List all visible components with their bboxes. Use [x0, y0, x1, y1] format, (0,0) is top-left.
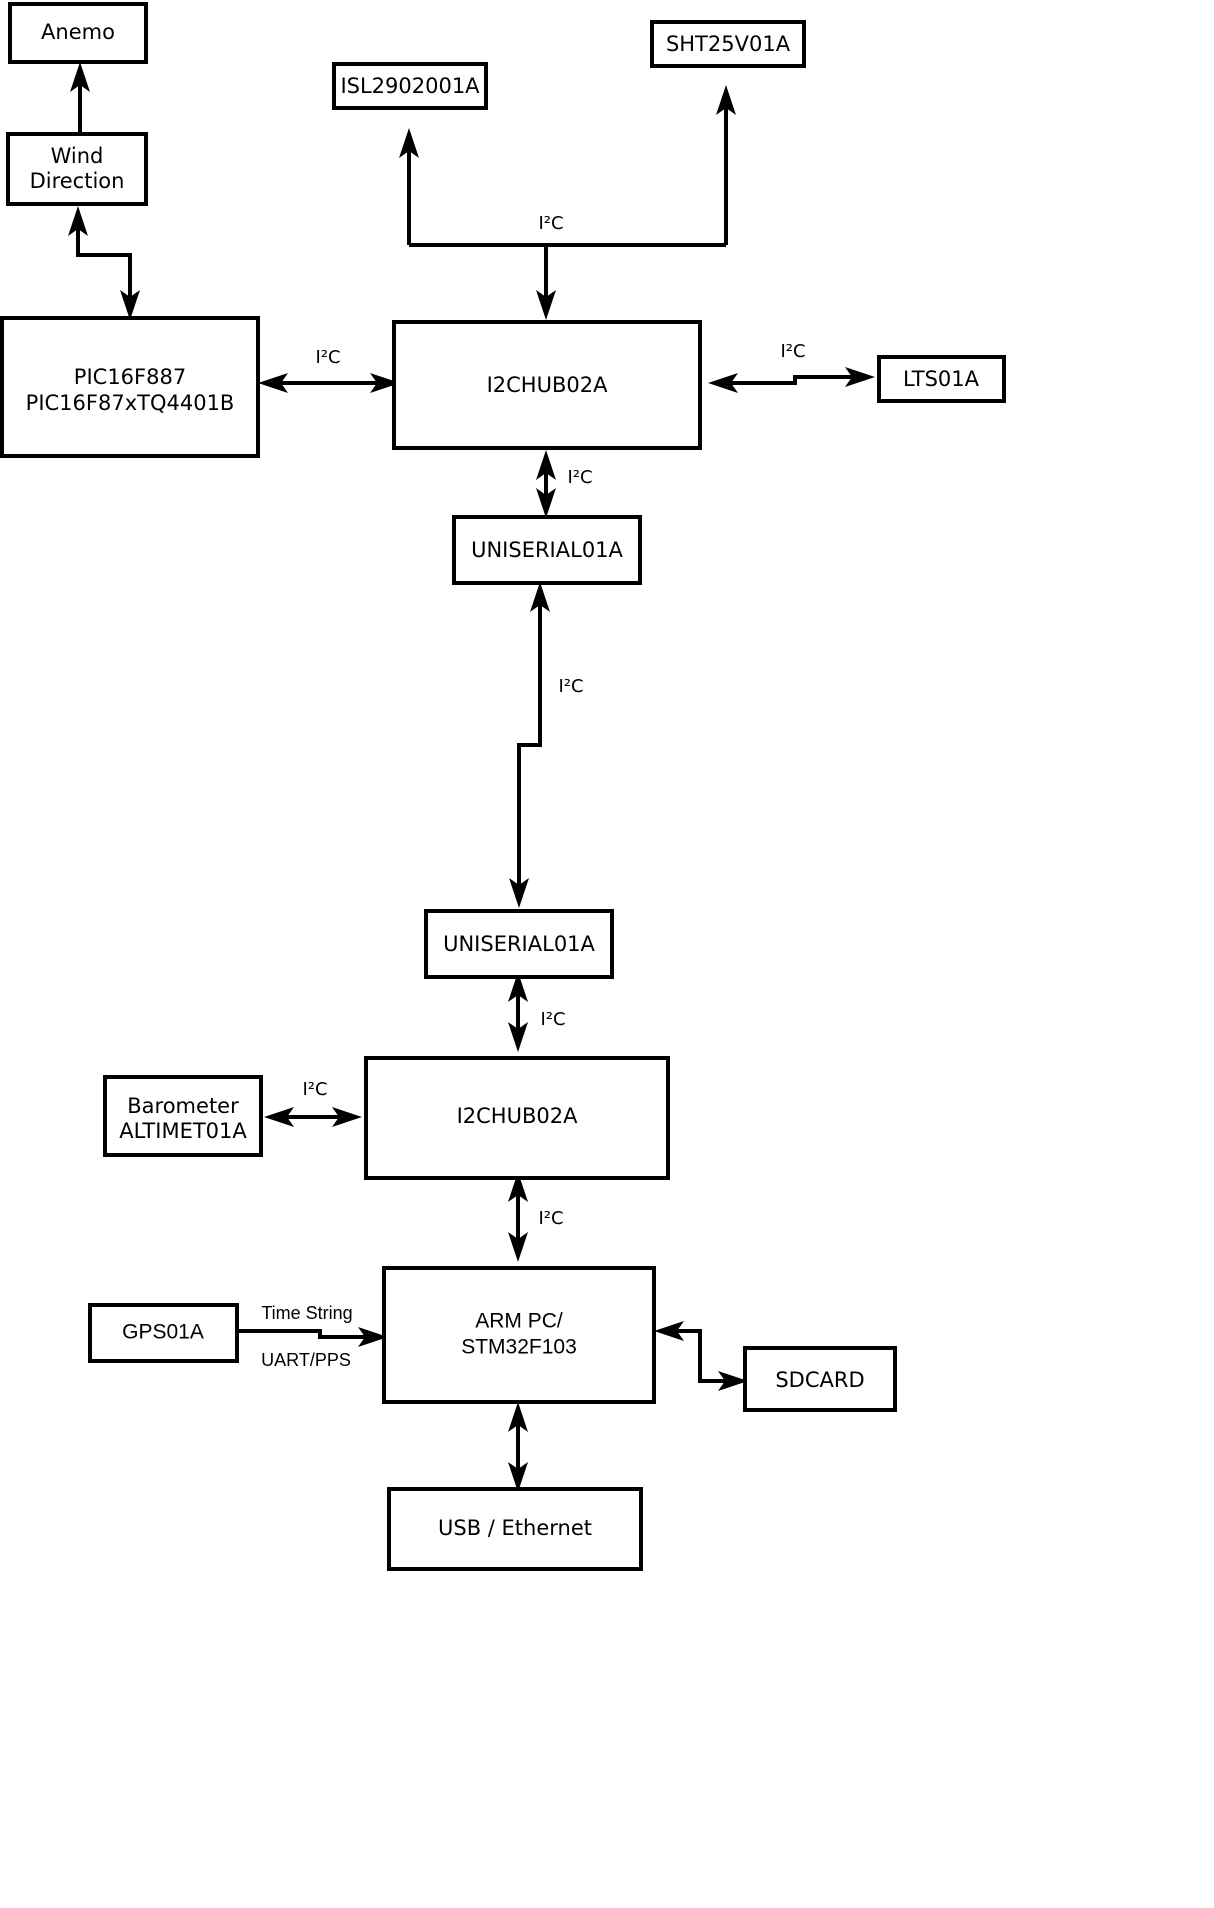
- node-sdcard[interactable]: SDCARD: [743, 1346, 897, 1412]
- node-sht25v01a[interactable]: SHT25V01A: [650, 20, 806, 68]
- node-label-isl2902001a: ISL2902001A: [340, 74, 480, 98]
- node-label-pic-line2: PIC16F87xTQ4401B: [26, 391, 235, 415]
- node-pic-microcontroller[interactable]: PIC16F887 PIC16F87xTQ4401B: [0, 316, 260, 458]
- node-label-sht25v01a: SHT25V01A: [666, 32, 791, 56]
- node-uniserial01a-bottom[interactable]: UNISERIAL01A: [424, 909, 614, 979]
- edge-label-barometer-hubbot: I²C: [302, 1079, 327, 1100]
- node-label-wind-line2: Direction: [30, 169, 125, 193]
- edge-pic-hubtop: I²C: [258, 347, 400, 393]
- edge-hubtop-fanout: I²C: [399, 85, 736, 320]
- edge-label-gps-uart-pps: UART/PPS: [261, 1350, 351, 1370]
- edge-hubtop-unitop: I²C: [536, 450, 593, 518]
- node-label-sdcard: SDCARD: [775, 1368, 864, 1392]
- node-gps01a[interactable]: GPS01A: [88, 1303, 239, 1363]
- edge-arm-usb: [508, 1402, 528, 1492]
- node-label-gps01a: GPS01A: [122, 1321, 204, 1344]
- node-label-usb-ethernet: USB / Ethernet: [438, 1516, 592, 1540]
- edge-label-pic-hubtop: I²C: [315, 347, 340, 368]
- node-label-i2chub02a-bottom: I2CHUB02A: [457, 1104, 579, 1128]
- node-label-arm-line1: ARM PC/: [475, 1310, 563, 1333]
- edge-label-unitop-unibot: I²C: [558, 676, 583, 697]
- node-isl2902001a[interactable]: ISL2902001A: [332, 62, 488, 110]
- node-label-pic-line1: PIC16F887: [74, 365, 186, 389]
- edge-label-unibot-hubbot: I²C: [540, 1009, 565, 1030]
- node-barometer-altimet01a[interactable]: Barometer ALTIMET01A: [103, 1075, 263, 1157]
- node-usb-ethernet[interactable]: USB / Ethernet: [387, 1487, 643, 1571]
- node-i2chub02a-top[interactable]: I2CHUB02A: [392, 320, 702, 450]
- edge-unibot-hubbot: I²C: [508, 972, 566, 1052]
- node-wind-direction[interactable]: Wind Direction: [6, 132, 148, 206]
- edge-arm-sdcard: [654, 1321, 748, 1391]
- node-label-wind-line1: Wind: [51, 144, 104, 168]
- edge-unitop-unibot: I²C: [509, 582, 584, 908]
- node-lts01a[interactable]: LTS01A: [877, 355, 1006, 403]
- node-label-barometer-line2: ALTIMET01A: [119, 1119, 247, 1143]
- node-label-uniserial01a-bottom: UNISERIAL01A: [443, 932, 595, 956]
- edge-barometer-hubbot: I²C: [264, 1079, 362, 1127]
- edge-hubtop-lts: I²C: [708, 341, 875, 393]
- edge-gps-arm: Time String UART/PPS: [237, 1303, 388, 1370]
- node-label-arm-line2: STM32F103: [461, 1336, 577, 1359]
- node-uniserial01a-top[interactable]: UNISERIAL01A: [452, 515, 642, 585]
- node-label-lts01a: LTS01A: [903, 367, 980, 391]
- edge-label-gps-time-string: Time String: [261, 1303, 352, 1323]
- edge-label-hubbot-arm: I²C: [538, 1208, 563, 1229]
- node-anemo[interactable]: Anemo: [8, 2, 148, 64]
- edge-hubbot-arm: I²C: [508, 1172, 564, 1262]
- edge-pic-wind: [68, 206, 140, 320]
- node-i2chub02a-bottom[interactable]: I2CHUB02A: [364, 1056, 670, 1180]
- edge-label-hubtop-lts: I²C: [780, 341, 805, 362]
- node-arm-pc-stm32f103[interactable]: ARM PC/ STM32F103: [382, 1266, 656, 1404]
- node-label-anemo: Anemo: [41, 20, 115, 44]
- node-label-barometer-line1: Barometer: [127, 1094, 239, 1118]
- edge-label-hubtop-fanout: I²C: [538, 213, 563, 234]
- edge-label-hubtop-unitop: I²C: [567, 467, 592, 488]
- node-label-uniserial01a-top: UNISERIAL01A: [471, 538, 623, 562]
- node-label-i2chub02a-top: I2CHUB02A: [487, 373, 609, 397]
